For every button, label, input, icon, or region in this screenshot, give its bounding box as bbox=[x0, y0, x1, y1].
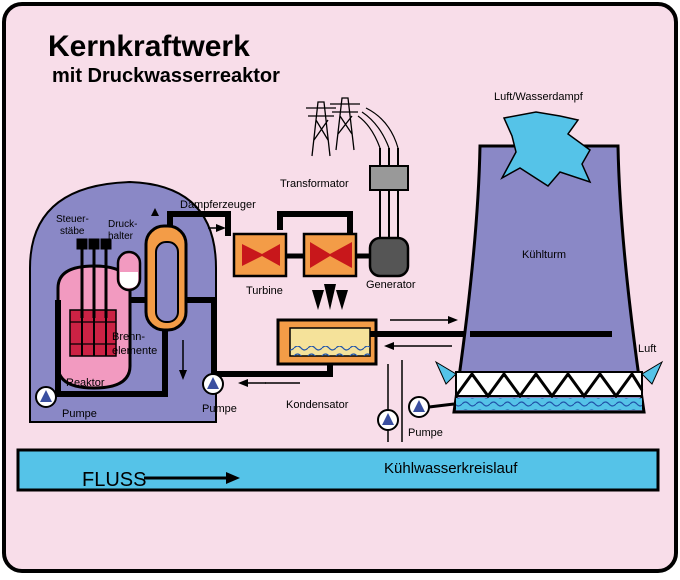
arrow-icon bbox=[216, 224, 226, 232]
label-kuehlturm: Kühlturm bbox=[522, 249, 566, 261]
arrow-icon bbox=[384, 342, 394, 350]
power-lines bbox=[357, 107, 399, 149]
label-fluss: FLUSS bbox=[82, 469, 146, 491]
label-pumpe-reaktor: Pumpe bbox=[62, 408, 97, 420]
label-dampferzeuger: Dampferzeuger bbox=[180, 199, 256, 211]
arrow-icon bbox=[448, 316, 458, 324]
primary-loop bbox=[55, 297, 168, 397]
transformer-icon bbox=[369, 148, 409, 238]
label-turbine: Turbine bbox=[246, 285, 283, 297]
label-generator: Generator bbox=[366, 279, 416, 291]
label-druckhalter: Druck- bbox=[108, 219, 137, 230]
label-pumpe-middle: Pumpe bbox=[202, 403, 237, 415]
label-transformator: Transformator bbox=[280, 178, 349, 190]
pump-icon bbox=[408, 396, 430, 418]
label-pumpe-cooling: Pumpe bbox=[408, 427, 443, 439]
control-rods bbox=[76, 238, 112, 318]
pump-icon bbox=[35, 386, 57, 408]
title-line2: mit Druckwasserreaktor bbox=[52, 65, 280, 87]
turbine-icon bbox=[302, 232, 358, 278]
label-kondensator: Kondensator bbox=[286, 399, 349, 411]
label-kuehlwasserkreislauf: Kühlwasserkreislauf bbox=[384, 460, 518, 477]
pylon-icon bbox=[306, 97, 360, 157]
label-steuerstaebe: Steuer- bbox=[56, 214, 89, 225]
condenser bbox=[276, 318, 378, 366]
pump-icon bbox=[377, 409, 399, 431]
label-luft: Luft bbox=[638, 343, 656, 355]
pump-icon bbox=[202, 373, 224, 395]
arrow-icon bbox=[312, 284, 348, 310]
label-brennelemente: Brenn- bbox=[112, 331, 145, 343]
tower-fill bbox=[454, 371, 644, 410]
arrow-icon bbox=[641, 360, 664, 385]
arrow-icon bbox=[434, 360, 457, 385]
arrow-icon bbox=[226, 472, 240, 484]
label-steuerstaebe-2: stäbe bbox=[60, 226, 85, 237]
label-druckhalter-2: halter bbox=[108, 231, 134, 242]
label-reaktor: Reaktor bbox=[66, 377, 105, 389]
steam-plume bbox=[500, 111, 592, 187]
title-line1: Kernkraftwerk bbox=[48, 30, 250, 63]
label-brennelemente-2: elemente bbox=[112, 345, 157, 357]
turbine-icon bbox=[232, 232, 288, 278]
steam-generator bbox=[144, 208, 188, 332]
pressurizer bbox=[116, 250, 142, 292]
cooling-tower bbox=[452, 144, 646, 414]
generator-icon bbox=[368, 236, 410, 278]
arrow-icon bbox=[179, 370, 187, 380]
label-luft-wasserdampf: Luft/Wasserdampf bbox=[494, 91, 584, 103]
river-band bbox=[16, 448, 660, 492]
arrow-icon bbox=[238, 379, 248, 387]
